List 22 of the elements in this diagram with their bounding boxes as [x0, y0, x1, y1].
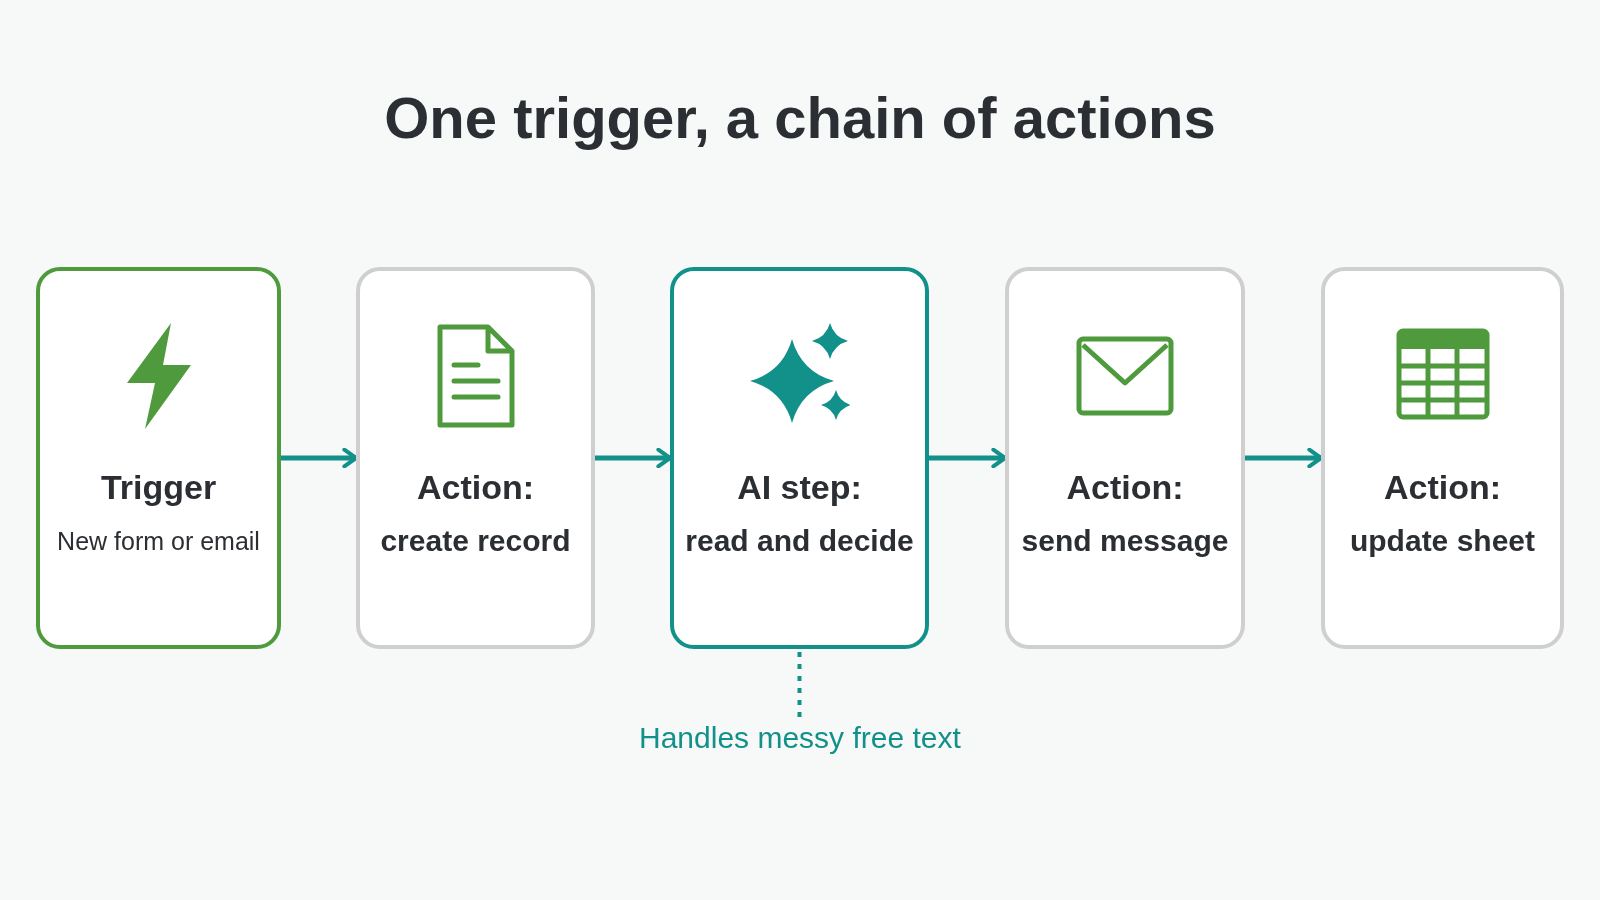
title: One trigger, a chain of actions	[383, 84, 1217, 151]
step-card	[1005, 267, 1245, 649]
step-card	[670, 267, 929, 649]
step-description: send message	[1021, 523, 1229, 559]
arrow	[281, 447, 358, 469]
step-description: read and decide	[685, 523, 914, 559]
step-heading: Action:	[1383, 467, 1502, 507]
step-description: New form or email	[57, 526, 260, 557]
leader-line	[797, 649, 802, 717]
step-heading: Action:	[1066, 467, 1184, 507]
step-description: update sheet	[1349, 523, 1535, 559]
step-card	[356, 267, 595, 649]
step-heading: Action:	[416, 467, 535, 507]
arrow	[595, 447, 672, 469]
step-heading: AI step:	[737, 467, 862, 507]
arrow	[929, 447, 1007, 469]
arrow	[1245, 447, 1323, 469]
step-card	[1321, 267, 1564, 649]
annotation-text: Handles messy free text	[639, 721, 961, 755]
step-heading: Trigger	[100, 467, 217, 507]
step-card	[36, 267, 281, 649]
step-description: create record	[380, 523, 571, 559]
